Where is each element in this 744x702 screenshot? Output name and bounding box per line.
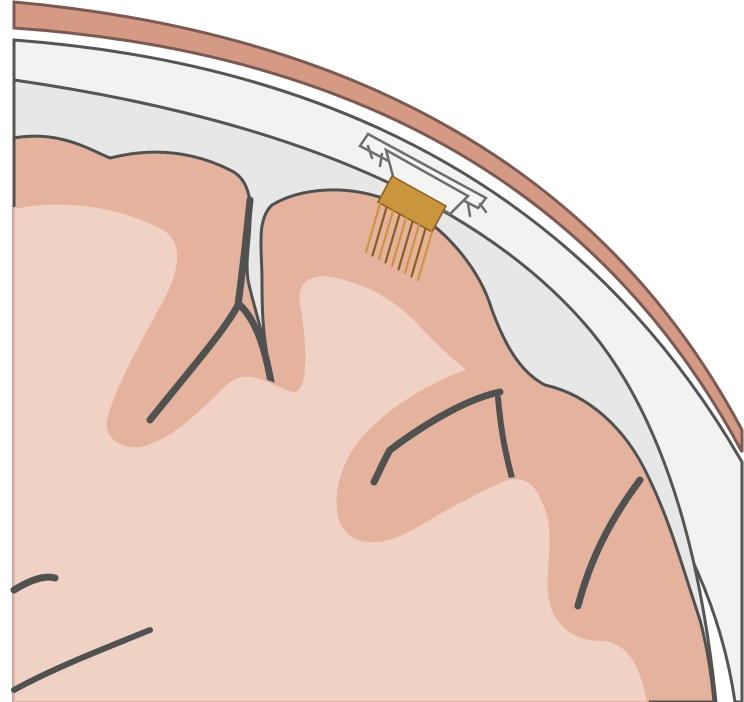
- brain-implant-illustration: [0, 0, 744, 702]
